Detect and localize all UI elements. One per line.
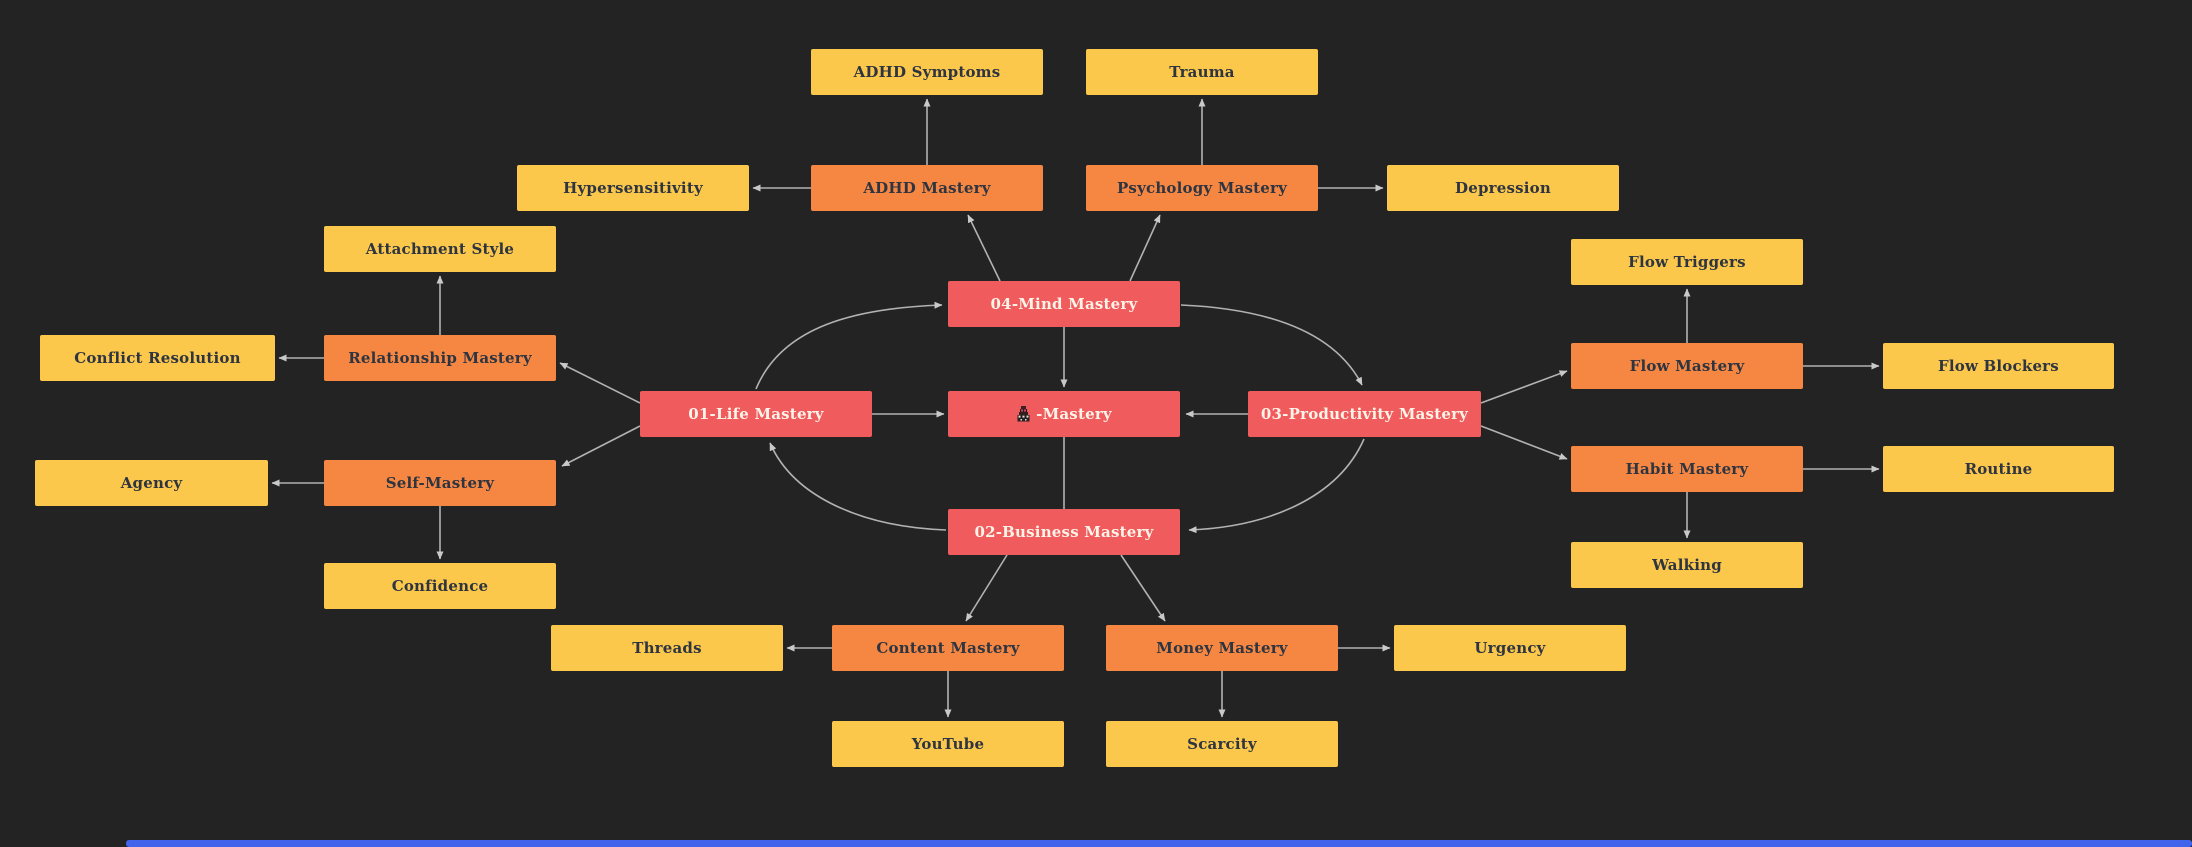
node-mind-mastery[interactable]: 04-Mind Mastery (948, 281, 1180, 327)
node-label: Habit Mastery (1625, 460, 1749, 478)
node-label: Walking (1652, 556, 1722, 574)
node-flow-triggers[interactable]: Flow Triggers (1571, 239, 1803, 285)
node-label: Routine (1964, 460, 2033, 478)
node-life-mastery[interactable]: 01-Life Mastery (640, 391, 872, 437)
node-adhd-symptoms[interactable]: ADHD Symptoms (811, 49, 1043, 95)
node-label: Conflict Resolution (74, 349, 241, 367)
node-productivity-mastery[interactable]: 03-Productivity Mastery (1248, 391, 1481, 437)
node-label: Money Mastery (1156, 639, 1288, 657)
node-label: 02-Business Mastery (974, 523, 1154, 541)
edge-productivity-mastery-to-habit-mastery (1480, 425, 1568, 460)
node-self-mastery[interactable]: Self-Mastery (324, 460, 556, 506)
node-youtube[interactable]: YouTube (832, 721, 1064, 767)
node-hypersensitivity[interactable]: Hypersensitivity (517, 165, 749, 211)
node-money-mastery[interactable]: Money Mastery (1106, 625, 1338, 671)
edge-mind-mastery-to-psychology-mastery (1129, 214, 1161, 282)
edge-life-mastery-to-self-mastery (561, 425, 641, 467)
node-label: Threads (632, 639, 702, 657)
node-conflict-resolution[interactable]: Conflict Resolution (40, 335, 275, 381)
node-label: -Mastery (1036, 405, 1112, 423)
node-flow-blockers[interactable]: Flow Blockers (1883, 343, 2114, 389)
node-label: Hypersensitivity (563, 179, 703, 197)
node-label: Agency (120, 474, 183, 492)
node-depression[interactable]: Depression (1387, 165, 1619, 211)
node-label: 03-Productivity Mastery (1260, 405, 1469, 423)
edge-business-mastery-to-life-mastery (769, 442, 947, 531)
node-confidence[interactable]: Confidence (324, 563, 556, 609)
node-label: Flow Mastery (1629, 357, 1745, 375)
node-label: Confidence (391, 577, 489, 595)
node-label: Content Mastery (876, 639, 1020, 657)
node-trauma[interactable]: Trauma (1086, 49, 1318, 95)
edge-business-mastery-to-content-mastery (965, 554, 1008, 622)
node-label: Urgency (1474, 639, 1546, 657)
node-flow-mastery[interactable]: Flow Mastery (1571, 343, 1803, 389)
node-center-mastery[interactable]: -Mastery (948, 391, 1180, 437)
node-label: Depression (1455, 179, 1551, 197)
edge-life-mastery-to-relationship-mastery (559, 362, 641, 404)
node-urgency[interactable]: Urgency (1394, 625, 1626, 671)
node-label: 01-Life Mastery (688, 405, 824, 423)
node-label: 04-Mind Mastery (990, 295, 1138, 313)
node-content-mastery[interactable]: Content Mastery (832, 625, 1064, 671)
edge-mind-mastery-to-adhd-mastery (967, 214, 1001, 282)
node-label: Scarcity (1187, 735, 1257, 753)
node-scarcity[interactable]: Scarcity (1106, 721, 1338, 767)
node-label: Flow Triggers (1628, 253, 1746, 271)
node-attachment-style[interactable]: Attachment Style (324, 226, 556, 272)
edge-mind-mastery-to-productivity-mastery (1180, 304, 1363, 386)
node-label: Trauma (1169, 63, 1235, 81)
node-label: ADHD Symptoms (853, 63, 1001, 81)
node-business-mastery[interactable]: 02-Business Mastery (948, 509, 1180, 555)
node-label: Relationship Mastery (348, 349, 532, 367)
node-routine[interactable]: Routine (1883, 446, 2114, 492)
node-label: Flow Blockers (1938, 357, 2059, 375)
edge-life-mastery-to-mind-mastery (755, 301, 943, 390)
node-agency[interactable]: Agency (35, 460, 268, 506)
edge-productivity-mastery-to-business-mastery (1188, 438, 1365, 534)
node-label: YouTube (911, 735, 985, 753)
node-walking[interactable]: Walking (1571, 542, 1803, 588)
edge-business-mastery-to-money-mastery (1120, 554, 1166, 622)
node-threads[interactable]: Threads (551, 625, 783, 671)
node-label: Attachment Style (365, 240, 515, 258)
horizontal-scrollbar[interactable] (126, 840, 2192, 847)
node-label: Psychology Mastery (1116, 179, 1288, 197)
node-adhd-mastery[interactable]: ADHD Mastery (811, 165, 1043, 211)
node-label: Self-Mastery (385, 474, 495, 492)
node-label: ADHD Mastery (863, 179, 991, 197)
edge-productivity-mastery-to-flow-mastery (1480, 370, 1568, 404)
node-habit-mastery[interactable]: Habit Mastery (1571, 446, 1803, 492)
mouse-cursor-icon (1016, 406, 1031, 422)
node-psychology-mastery[interactable]: Psychology Mastery (1086, 165, 1318, 211)
node-relationship-mastery[interactable]: Relationship Mastery (324, 335, 556, 381)
